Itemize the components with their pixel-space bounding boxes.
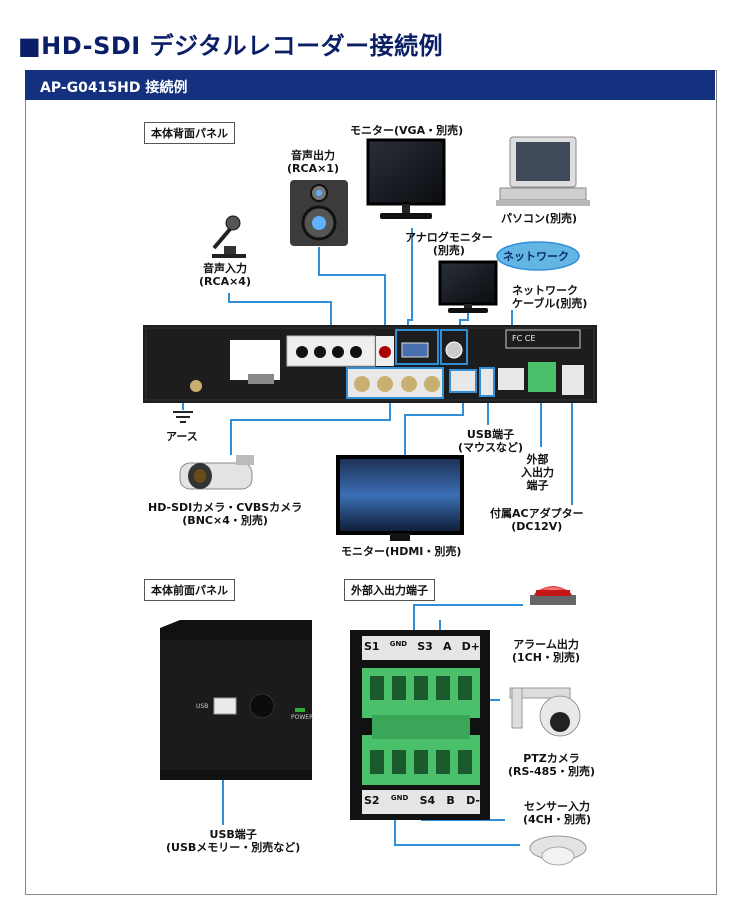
- audio-out-label: 音声出力(RCA×1): [287, 149, 339, 175]
- pin-label: A: [442, 640, 452, 653]
- section-title: AP-G0415HD 接続例: [40, 80, 188, 96]
- network-label: ネットワーク: [503, 250, 569, 263]
- recorder-front-panel: [160, 620, 312, 780]
- audio-in-label: 音声入力(RCA×4): [199, 262, 251, 288]
- speaker: [290, 180, 348, 246]
- rear-panel-label: 本体背面パネル: [144, 122, 235, 144]
- vga-monitor-label: モニター(VGA・別売): [350, 124, 464, 137]
- analog-monitor-label: アナログモニター(別売): [405, 231, 493, 257]
- ac-adapter-label: 付属ACアダプター(DC12V): [490, 507, 584, 533]
- ptz-camera: [509, 687, 581, 737]
- ground-symbol: [173, 411, 193, 423]
- pin-label: S2: [364, 794, 380, 807]
- network-bubble: [496, 241, 580, 271]
- pc-computer: [496, 136, 590, 206]
- microphone: [212, 215, 246, 258]
- ceiling-sensor: [529, 835, 587, 866]
- alarm-light: [530, 586, 576, 605]
- terminal-top-labels: S1 GND S3 A D+: [364, 640, 480, 653]
- usb-rear-label: USB端子(マウスなど): [458, 428, 524, 454]
- usb-mark: USB: [196, 703, 209, 710]
- front-panel-label: 本体前面パネル: [144, 579, 235, 601]
- pin-label: B: [446, 794, 455, 807]
- pin-label: D+: [461, 640, 480, 653]
- pin-label: S4: [419, 794, 436, 807]
- ptz-label: PTZカメラ(RS-485・別売): [508, 752, 595, 778]
- pin-label: S1: [364, 640, 380, 653]
- alarm-label: アラーム出力(1CH・別売): [512, 638, 580, 664]
- recorder-rear-panel: [143, 325, 597, 403]
- network-cable-label: ネットワークケーブル(別売): [512, 284, 588, 310]
- power-mark: POWER: [291, 714, 314, 721]
- terminal-bottom-labels: S2 GND S4 B D-: [364, 794, 480, 807]
- pin-label: GND: [389, 640, 408, 648]
- hdmi-monitor-label: モニター(HDMI・別売): [341, 545, 462, 558]
- front-usb-label: USB端子(USBメモリー・別売など): [166, 828, 301, 854]
- vga-monitor: [366, 138, 446, 219]
- ground-label: アース: [166, 430, 198, 443]
- camera-label: HD-SDIカメラ・CVBSカメラ(BNC×4・別売): [148, 501, 303, 527]
- pin-label: GND: [390, 794, 409, 802]
- certification-mark: FC CE: [512, 334, 536, 343]
- pin-label: S3: [417, 640, 433, 653]
- section-header-bar: [25, 70, 715, 100]
- analog-monitor: [438, 260, 498, 313]
- page-title: ■HD-SDI デジタルレコーダー接続例: [18, 32, 444, 60]
- ext-io-label: 外部入出力端子: [521, 453, 554, 492]
- terminal-block: [350, 630, 490, 820]
- ext-io-terminal-label: 外部入出力端子: [344, 579, 435, 601]
- bullet-camera: [179, 455, 254, 490]
- hdmi-monitor: [336, 455, 464, 541]
- pc-label: パソコン(別売): [501, 212, 578, 225]
- sensor-label: センサー入力(4CH・別売): [523, 800, 591, 826]
- pin-label: D-: [466, 794, 480, 807]
